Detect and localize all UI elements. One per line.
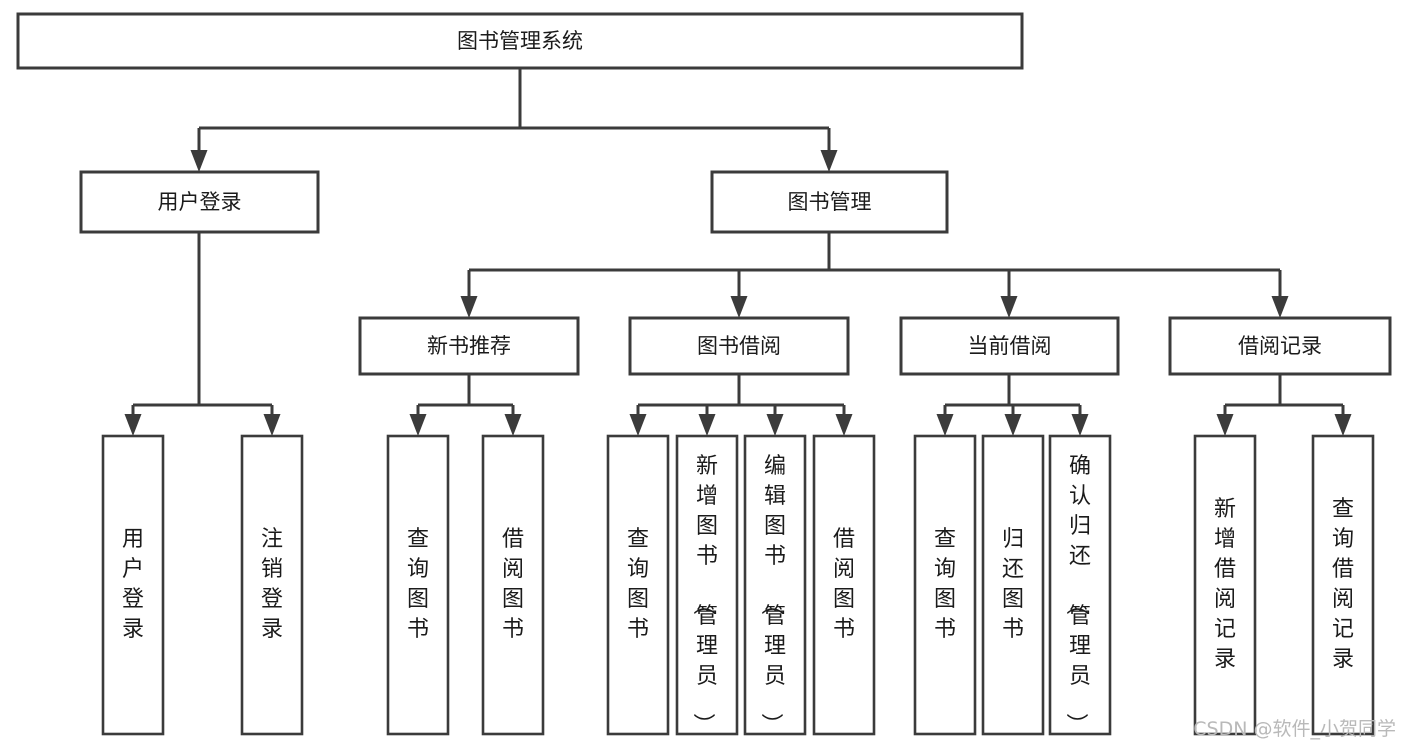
node-box-leaf-add-book[interactable] (675, 434, 739, 736)
node-box-leaf-borrow-book-rec[interactable] (481, 434, 545, 736)
arrow-head-icon (820, 150, 838, 172)
arrow-head-icon (766, 414, 784, 436)
connector-group-login-children (124, 232, 281, 436)
connector-group-manage-children (460, 232, 1289, 318)
arrow-head-icon (1216, 414, 1234, 436)
node-box-current-borrow[interactable] (899, 316, 1120, 376)
node-label-leaf-query-record: 查询借阅记录 (1332, 497, 1354, 672)
node-box-leaf-return-book[interactable] (981, 434, 1045, 736)
node-current-borrow[interactable]: 当前借阅 (899, 316, 1120, 376)
node-leaf-confirm-return[interactable]: 确认归还（管理员） (1048, 434, 1112, 736)
arrow-head-icon (504, 414, 522, 436)
node-label-leaf-edit-book: 编辑图书（管理员） (758, 454, 786, 735)
arrow-head-icon (1271, 296, 1289, 318)
arrow-head-icon (1000, 296, 1018, 318)
node-label-leaf-query-book-rec: 查询图书 (407, 527, 429, 642)
node-box-leaf-query-record[interactable] (1311, 434, 1375, 736)
node-label-book-borrow: 图书借阅 (697, 334, 781, 358)
node-label-new-book-rec: 新书推荐 (427, 334, 511, 358)
arrow-head-icon (698, 414, 716, 436)
node-leaf-add-record[interactable]: 新增借阅记录 (1193, 434, 1257, 736)
node-leaf-query-book-borrow[interactable]: 查询图书 (606, 434, 670, 736)
node-label-current-borrow: 当前借阅 (968, 334, 1052, 358)
node-label-leaf-return-book: 归还图书 (1002, 527, 1024, 642)
node-box-leaf-query-book-borrow[interactable] (606, 434, 670, 736)
node-leaf-return-book[interactable]: 归还图书 (981, 434, 1045, 736)
node-box-user-login[interactable] (79, 170, 320, 234)
node-label-leaf-query-book-borrow: 查询图书 (627, 527, 649, 642)
node-book-manage[interactable]: 图书管理 (710, 170, 949, 234)
node-user-login[interactable]: 用户登录 (79, 170, 320, 234)
node-leaf-query-book-current[interactable]: 查询图书 (913, 434, 977, 736)
node-label-user-login: 用户登录 (158, 190, 242, 214)
watermark-label: CSDN @软件_小贺同学 (1193, 718, 1396, 740)
node-label-book-manage: 图书管理 (788, 190, 872, 214)
node-label-leaf-user-login: 用户登录 (122, 527, 144, 642)
node-box-leaf-add-record[interactable] (1193, 434, 1257, 736)
node-leaf-borrow-book[interactable]: 借阅图书 (812, 434, 876, 736)
arrow-head-icon (409, 414, 427, 436)
node-box-leaf-confirm-return[interactable] (1048, 434, 1112, 736)
node-box-leaf-query-book-current[interactable] (913, 434, 977, 736)
node-leaf-add-book[interactable]: 新增图书（管理员） (675, 434, 739, 736)
node-label-leaf-borrow-book-rec: 借阅图书 (502, 527, 524, 642)
node-box-book-manage[interactable] (710, 170, 949, 234)
arrow-head-icon (1334, 414, 1352, 436)
arrow-head-icon (936, 414, 954, 436)
node-leaf-edit-book[interactable]: 编辑图书（管理员） (743, 434, 807, 736)
node-layer: 图书管理系统用户登录图书管理新书推荐图书借阅当前借阅借阅记录用户登录注销登录查询… (16, 12, 1392, 736)
arrow-head-icon (263, 414, 281, 436)
node-root[interactable]: 图书管理系统 (16, 12, 1024, 70)
connector-group-newbook-children (409, 374, 522, 436)
arrow-head-icon (835, 414, 853, 436)
node-box-leaf-user-login[interactable] (101, 434, 165, 736)
node-borrow-record[interactable]: 借阅记录 (1168, 316, 1392, 376)
node-label-leaf-add-book: 新增图书（管理员） (690, 454, 718, 735)
node-leaf-logout[interactable]: 注销登录 (240, 434, 304, 736)
arrow-head-icon (629, 414, 647, 436)
node-label-leaf-query-book-current: 查询图书 (934, 527, 956, 642)
connector-group-record-children (1216, 374, 1352, 436)
node-label-leaf-borrow-book: 借阅图书 (833, 527, 855, 642)
connector-group-current-children (936, 374, 1089, 436)
node-box-root[interactable] (16, 12, 1024, 70)
arrow-head-icon (730, 296, 748, 318)
node-box-book-borrow[interactable] (628, 316, 850, 376)
arrow-head-icon (460, 296, 478, 318)
node-label-borrow-record: 借阅记录 (1238, 334, 1322, 358)
arrow-head-icon (190, 150, 208, 172)
connector-group-root-children (190, 68, 838, 172)
connector-layer (124, 68, 1352, 436)
arrow-head-icon (1071, 414, 1089, 436)
node-label-root: 图书管理系统 (457, 29, 583, 53)
arrow-head-icon (124, 414, 142, 436)
node-leaf-query-record[interactable]: 查询借阅记录 (1311, 434, 1375, 736)
node-box-borrow-record[interactable] (1168, 316, 1392, 376)
arrow-head-icon (1004, 414, 1022, 436)
node-label-leaf-confirm-return: 确认归还（管理员） (1063, 454, 1091, 735)
node-label-leaf-logout: 注销登录 (261, 527, 283, 642)
node-book-borrow[interactable]: 图书借阅 (628, 316, 850, 376)
connector-group-borrow-children (629, 374, 853, 436)
node-leaf-borrow-book-rec[interactable]: 借阅图书 (481, 434, 545, 736)
node-new-book-rec[interactable]: 新书推荐 (358, 316, 580, 376)
node-box-leaf-edit-book[interactable] (743, 434, 807, 736)
node-box-new-book-rec[interactable] (358, 316, 580, 376)
node-box-leaf-borrow-book[interactable] (812, 434, 876, 736)
node-leaf-user-login[interactable]: 用户登录 (101, 434, 165, 736)
node-box-leaf-query-book-rec[interactable] (386, 434, 450, 736)
node-leaf-query-book-rec[interactable]: 查询图书 (386, 434, 450, 736)
node-box-leaf-logout[interactable] (240, 434, 304, 736)
node-label-leaf-add-record: 新增借阅记录 (1214, 497, 1236, 672)
